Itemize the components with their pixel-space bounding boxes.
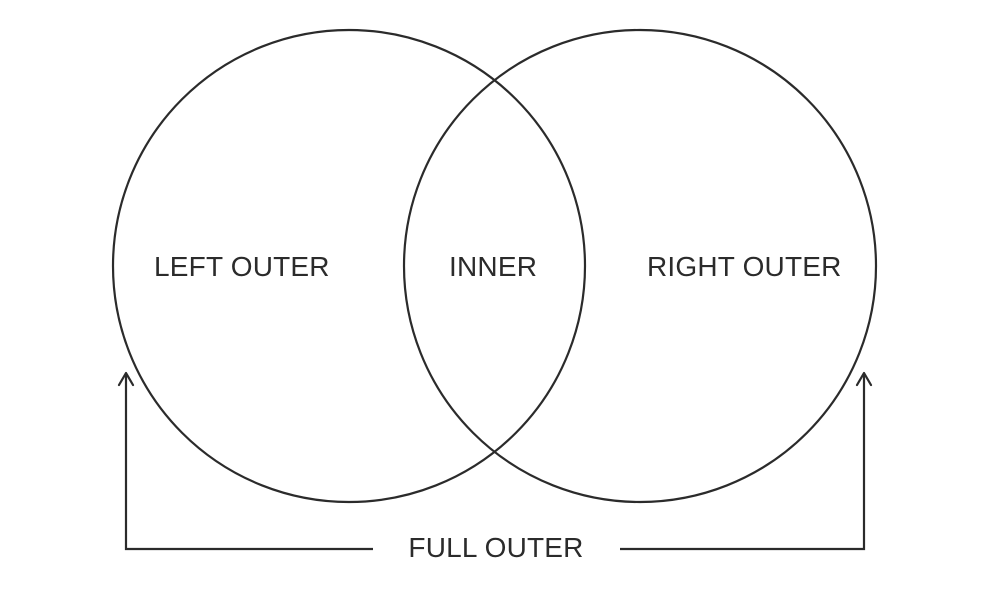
full-outer-right-bracket <box>620 374 866 551</box>
full-outer-label: FULL OUTER <box>408 532 583 563</box>
left-arrow-head-icon <box>117 371 135 387</box>
left-circle <box>111 28 587 504</box>
full-outer-left-bracket <box>124 374 373 551</box>
right-arrow-head-icon <box>855 371 873 387</box>
right-outer-label: RIGHT OUTER <box>647 251 842 282</box>
inner-label: INNER <box>449 251 537 282</box>
right-circle <box>402 28 878 504</box>
left-outer-label: LEFT OUTER <box>154 251 330 282</box>
